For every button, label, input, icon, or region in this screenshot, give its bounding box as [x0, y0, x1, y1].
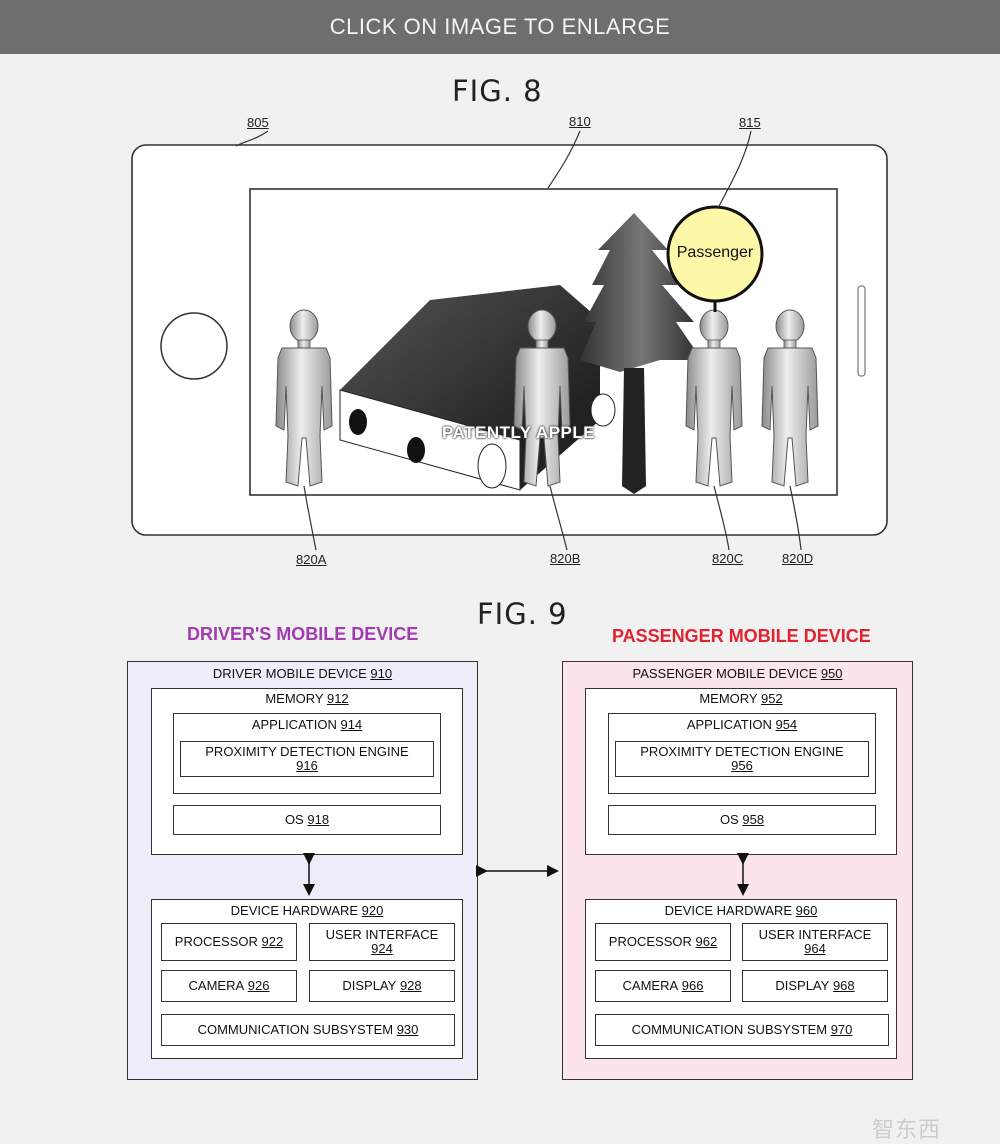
passenger-camera: CAMERA 966 [595, 970, 731, 1002]
ref-815: 815 [739, 115, 761, 130]
driver-hardware-box: DEVICE HARDWARE 920 PROCESSOR 922 USER I… [151, 899, 463, 1059]
ref-820c: 820C [712, 551, 744, 566]
driver-display: DISPLAY 928 [309, 970, 455, 1002]
driver-os: OS 918 [173, 805, 441, 835]
driver-heading: DRIVER'S MOBILE DEVICE [187, 624, 419, 644]
passenger-os: OS 958 [608, 805, 876, 835]
passenger-comm-subsystem: COMMUNICATION SUBSYSTEM 970 [595, 1014, 889, 1046]
ref-820d: 820D [782, 551, 814, 566]
driver-processor: PROCESSOR 922 [161, 923, 297, 961]
passenger-label: Passenger [676, 244, 754, 261]
corner-logo: 智东西 [872, 1117, 942, 1142]
enlarge-banner[interactable]: CLICK ON IMAGE TO ENLARGE [0, 0, 1000, 54]
fig8-title: FIG. 8 [452, 74, 543, 108]
passenger-device-box: PASSENGER MOBILE DEVICE 950 MEMORY 952 A… [562, 661, 913, 1080]
side-slot [857, 285, 866, 377]
passenger-processor: PROCESSOR 962 [595, 923, 731, 961]
driver-comm-subsystem: COMMUNICATION SUBSYSTEM 930 [161, 1014, 455, 1046]
ref-805: 805 [247, 115, 269, 130]
ref-820b: 820B [550, 551, 581, 566]
fig9-title: FIG. 9 [477, 597, 568, 631]
driver-device-box: DRIVER MOBILE DEVICE 910 MEMORY 912 APPL… [127, 661, 478, 1080]
passenger-memory-box: MEMORY 952 APPLICATION 954 PROXIMITY DET… [585, 688, 897, 855]
fig8-illustration [131, 130, 888, 551]
watermark-text: PATENTLY APPLE [442, 423, 596, 442]
tree-icon [580, 213, 702, 494]
passenger-application-box: APPLICATION 954 PROXIMITY DETECTION ENGI… [608, 713, 876, 794]
passenger-display: DISPLAY 968 [742, 970, 888, 1002]
home-button-icon [160, 312, 228, 380]
driver-memory-box: MEMORY 912 APPLICATION 914 PROXIMITY DET… [151, 688, 463, 855]
driver-application-box: APPLICATION 914 PROXIMITY DETECTION ENGI… [173, 713, 441, 794]
ref-810: 810 [569, 114, 591, 129]
passenger-heading: PASSENGER MOBILE DEVICE [612, 626, 871, 646]
ref-820a: 820A [296, 552, 327, 567]
driver-camera: CAMERA 926 [161, 970, 297, 1002]
passenger-hardware-box: DEVICE HARDWARE 960 PROCESSOR 962 USER I… [585, 899, 897, 1059]
